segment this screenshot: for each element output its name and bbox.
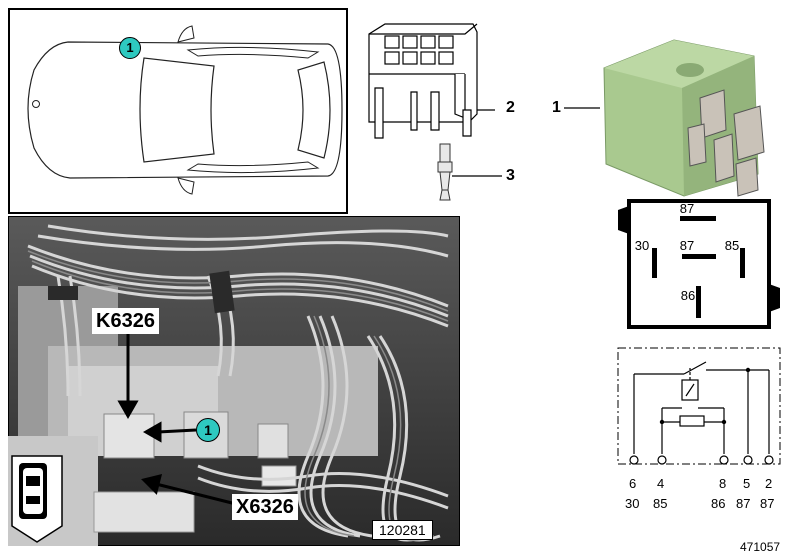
schem-pin-5: 5	[743, 476, 751, 491]
schem-terminal-85: 85	[653, 496, 668, 511]
pin-label-center-87: 87	[679, 238, 695, 253]
pin-label-right-85: 85	[724, 238, 740, 253]
relay-pin-layout	[618, 199, 780, 329]
callout-2: 2	[506, 99, 515, 116]
connector-housing	[368, 23, 495, 139]
schem-terminal-86: 86	[711, 496, 726, 511]
diagram-id: 471057	[740, 540, 781, 554]
car-location-icon	[19, 463, 47, 519]
schem-pin-6: 6	[629, 476, 637, 491]
terminal-pin	[437, 143, 502, 201]
schem-terminal-30: 30	[625, 496, 640, 511]
location-marker-1: 1	[119, 37, 141, 59]
callout-3: 3	[506, 167, 515, 184]
photo-marker-1: 1	[196, 418, 220, 442]
relay-schematic	[617, 347, 781, 465]
car-windshield	[139, 57, 215, 163]
schem-pin-8: 8	[719, 476, 727, 491]
pin-label-top-87: 87	[679, 201, 695, 216]
photo-ref-number: 120281	[372, 520, 433, 540]
pin-label-bottom-86: 86	[680, 288, 696, 303]
relay-photo	[564, 39, 765, 197]
schem-pin-2: 2	[765, 476, 773, 491]
label-x6326: X6326	[232, 494, 298, 520]
callout-1: 1	[552, 99, 561, 116]
schem-pin-4: 4	[657, 476, 665, 491]
pin-label-left-30: 30	[634, 238, 650, 253]
car-outline	[27, 41, 343, 179]
label-k6326: K6326	[92, 308, 159, 334]
car-location-panel	[8, 8, 348, 214]
schem-terminal-87a: 87	[736, 496, 751, 511]
schem-terminal-87b: 87	[760, 496, 775, 511]
car-rear-window	[297, 61, 331, 159]
installation-photo	[8, 216, 460, 546]
